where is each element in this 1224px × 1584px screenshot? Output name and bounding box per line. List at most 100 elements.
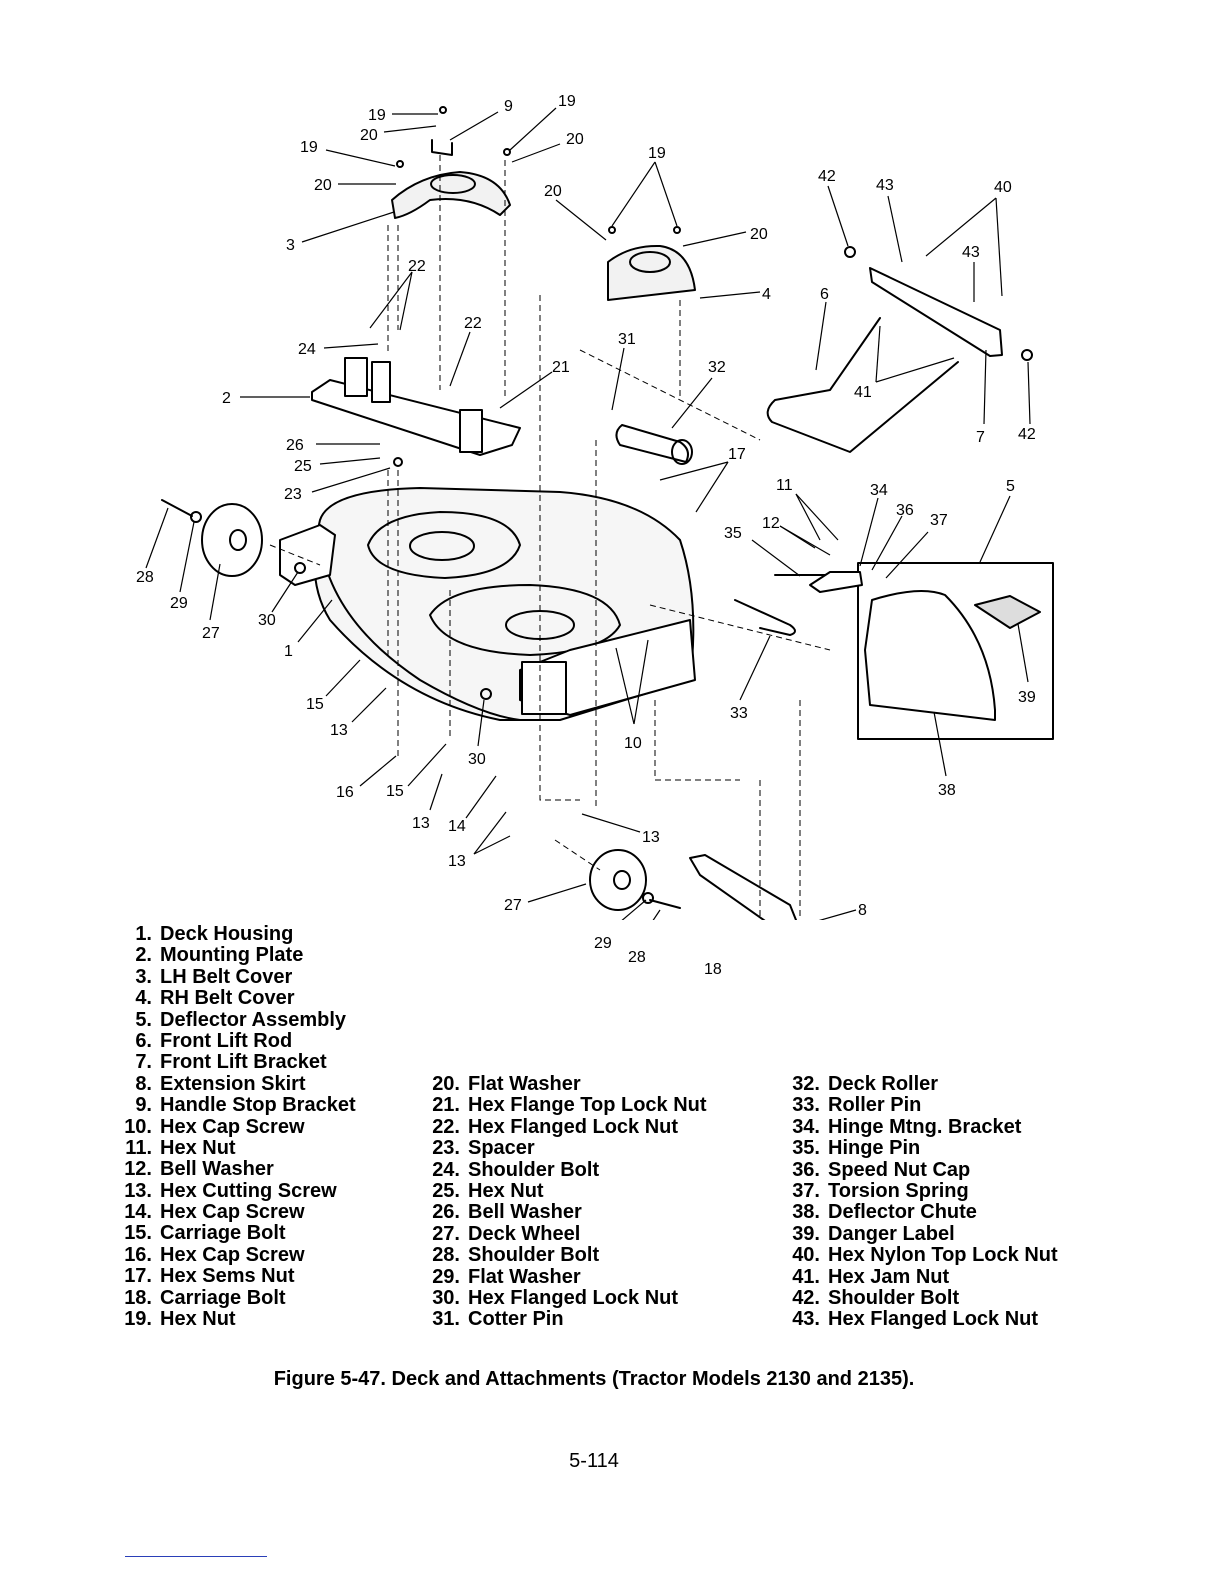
legend-item: 10.Hex Cap Screw: [100, 1116, 356, 1138]
leader-16: [359, 755, 397, 787]
legend-item: 34.Hinge Mtng. Bracket: [760, 1115, 1058, 1138]
hex-nut-19c-part: [503, 148, 511, 156]
legend-item: 41.Hex Jam Nut: [760, 1266, 1058, 1288]
leader-10b: [633, 639, 649, 725]
hex-nut-19e-part: [673, 226, 681, 234]
callout-25: 25: [294, 458, 312, 475]
front-lift-bracket-part: [869, 267, 1003, 357]
rh-belt-cover-hub: [629, 251, 671, 273]
hinge-mtng-bracket-part: [809, 571, 863, 593]
legend-item-number: 16.: [124, 1243, 152, 1266]
legend-item: 37.Torsion Spring: [760, 1180, 1058, 1202]
legend-item: 43.Hex Flanged Lock Nut: [760, 1308, 1058, 1331]
legend-item-label: Hex Sems Nut: [160, 1265, 295, 1288]
callout-35: 35: [724, 525, 742, 542]
callout-8: 8: [858, 902, 867, 919]
callout-28: 28: [136, 569, 154, 586]
callout-29: 29: [170, 595, 188, 612]
leader-19b: [325, 149, 396, 167]
legend-item: 19.Hex Nut: [100, 1308, 356, 1331]
leader-21: [499, 371, 553, 409]
legend-item-label: Flat Washer: [468, 1073, 581, 1095]
legend-item: 15.Carriage Bolt: [100, 1222, 356, 1245]
callout-38: 38: [938, 782, 956, 799]
leader-15a: [325, 659, 361, 697]
mounting-plate-mid-post: [371, 361, 391, 403]
legend-item-number: 13.: [124, 1179, 152, 1202]
leader-30b: [477, 699, 485, 747]
exploded-parts-diagram: 9 19 20 19 20 19 20 3 19 20 20 4 22 24 2…: [136, 93, 1054, 920]
leader-42b: [1027, 361, 1031, 425]
deflector-chute-part: [864, 590, 996, 721]
legend-item: 13.Hex Cutting Screw: [100, 1179, 356, 1202]
legend-item: 33.Roller Pin: [760, 1094, 1058, 1117]
callout-20: 20: [566, 131, 584, 148]
legend-item-number: 23.: [432, 1137, 460, 1160]
alignment-line-q: [654, 700, 740, 781]
legend-item-label: RH Belt Cover: [160, 987, 295, 1010]
legend-item: 8.Extension Skirt: [100, 1072, 356, 1095]
legend-item-label: Danger Label: [828, 1222, 955, 1245]
callout-30: 30: [468, 751, 486, 768]
legend-item: 38.Deflector Chute: [760, 1201, 1058, 1223]
deck-roller-end: [671, 439, 693, 465]
legend-item: 14.Hex Cap Screw: [100, 1201, 356, 1224]
callout-27: 27: [504, 897, 522, 914]
legend-item-label: Hex Cap Screw: [160, 1201, 305, 1224]
callout-5: 5: [1006, 478, 1015, 495]
leader-37: [885, 531, 929, 579]
leader-29a: [179, 521, 195, 593]
leader-33: [739, 635, 771, 701]
deck-roller-part: [615, 424, 689, 463]
legend-item: 18.Carriage Bolt: [100, 1287, 356, 1309]
legend-item: 24.Shoulder Bolt: [400, 1159, 707, 1181]
callout-34: 34: [870, 482, 888, 499]
deck-wheel-left-part: [201, 503, 263, 577]
legend-item-number: 9.: [135, 1094, 152, 1117]
legend-item: 4.RH Belt Cover: [100, 987, 356, 1010]
legend-item-number: 35.: [792, 1137, 820, 1160]
legend-item-number: 25.: [432, 1179, 460, 1202]
front-lift-rod-part: [766, 317, 959, 453]
hex-nut-19d-part: [608, 226, 616, 234]
extension-skirt-part: [689, 854, 798, 920]
leader-31: [611, 347, 625, 411]
legend-item-number: 15.: [124, 1222, 152, 1245]
legend-item-number: 36.: [792, 1158, 820, 1181]
legend-item-label: Shoulder Bolt: [468, 1244, 600, 1267]
legend-item-number: 34.: [792, 1115, 820, 1138]
legend-item-number: 6.: [135, 1029, 152, 1052]
legend-item: 21.Hex Flange Top Lock Nut: [400, 1094, 706, 1116]
callout-36: 36: [896, 502, 914, 519]
callout-13: 13: [642, 829, 660, 846]
callout-20: 20: [750, 226, 768, 243]
leader-22b: [449, 331, 471, 387]
legend-item-label: Mounting Plate: [160, 944, 304, 967]
legend-item-label: Hex Flanged Lock Nut: [468, 1286, 679, 1309]
handle-stop-bracket-part: [431, 139, 453, 156]
legend-item-number: 22.: [432, 1115, 460, 1138]
flanged-nut-30a-part: [294, 562, 306, 574]
legend-item-number: 30.: [432, 1286, 460, 1309]
callout-41: 41: [854, 384, 872, 401]
legend-item-number: 11.: [125, 1136, 152, 1159]
legend-item-number: 43.: [792, 1308, 820, 1331]
legend-item: 31.Cotter Pin: [400, 1308, 707, 1330]
callout-19: 19: [300, 139, 318, 156]
legend-item-label: Hex Nut: [160, 1308, 236, 1331]
alignment-line-p: [649, 604, 831, 651]
callout-22: 22: [408, 258, 426, 275]
legend-item-number: 33.: [792, 1094, 820, 1117]
leader-40b: [995, 197, 1003, 297]
leader-41b: [875, 357, 955, 383]
leader-10a: [615, 647, 635, 725]
legend-item-label: Shoulder Bolt: [828, 1286, 960, 1309]
leader-19d1: [611, 161, 656, 227]
callout-13: 13: [330, 722, 348, 739]
callout-40: 40: [994, 179, 1012, 196]
legend-item-label: Extension Skirt: [160, 1072, 306, 1095]
legend-item: 17.Hex Sems Nut: [100, 1265, 356, 1288]
callout-22: 22: [464, 315, 482, 332]
